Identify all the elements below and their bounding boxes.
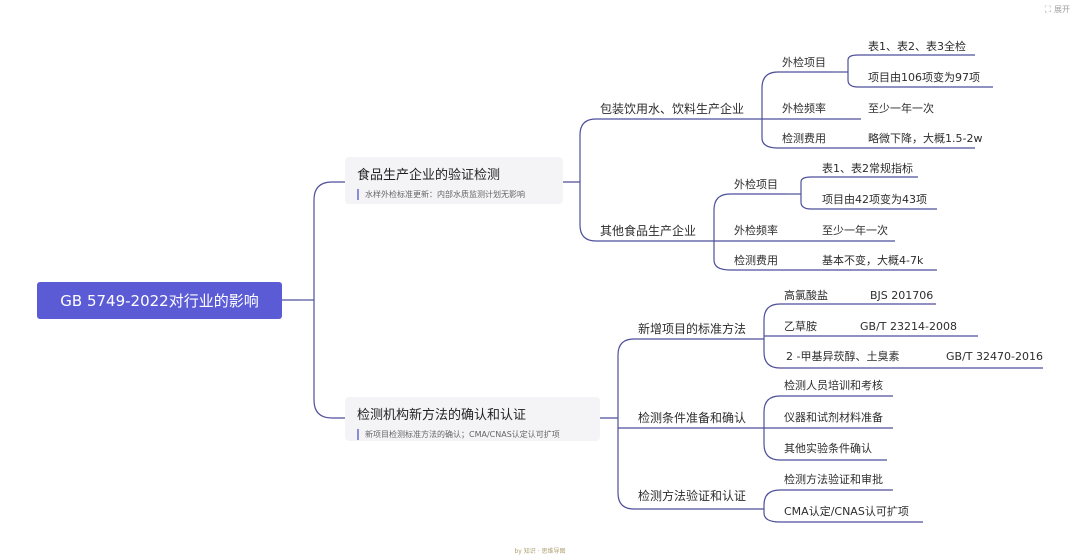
connector <box>617 492 747 510</box>
connector <box>763 489 893 506</box>
connector <box>579 118 745 136</box>
leaf-value[interactable]: 至少一年一次 <box>822 224 888 237</box>
leaf-substance[interactable]: 乙草胺 <box>784 320 817 333</box>
connector <box>617 338 747 356</box>
leaf-standard[interactable]: BJS 201706 <box>870 289 934 302</box>
connector <box>847 79 993 88</box>
leaf-item[interactable]: 表1、表2、表3全检 <box>868 40 966 53</box>
leaf-substance[interactable]: 2 -甲基异莰醇、土臭素 <box>786 350 900 363</box>
connector <box>847 54 975 61</box>
connector <box>763 303 936 321</box>
topic-external-test-items[interactable]: 外检项目 <box>782 56 826 69</box>
topic-test-condition-preparation[interactable]: 检测条件准备和确认 <box>638 411 747 425</box>
expand-icon: ⛶ <box>1044 5 1051 15</box>
leaf-item[interactable]: 项目由42项变为43项 <box>822 193 927 206</box>
root-node[interactable]: GB 5749-2022对行业的影响 <box>37 282 282 319</box>
topic-new-item-standard-methods[interactable]: 新增项目的标准方法 <box>638 322 747 336</box>
connector <box>761 137 975 149</box>
leaf-value[interactable]: 至少一年一次 <box>868 102 934 115</box>
leaf-item[interactable]: 检测人员培训和考核 <box>784 379 883 392</box>
connector <box>763 351 1043 369</box>
leaf-item[interactable]: CMA认定/CNAS认可扩项 <box>784 505 909 518</box>
topic-test-cost[interactable]: 检测费用 <box>782 132 826 145</box>
expand-button[interactable]: ⛶展开 <box>1045 4 1070 15</box>
connector <box>763 443 887 461</box>
topic-test-frequency[interactable]: 外检频率 <box>734 224 778 237</box>
footer-watermark: by 知识 · 思维导图 <box>514 548 566 555</box>
leaf-standard[interactable]: GB/T 32470-2016 <box>946 350 1043 363</box>
topic-test-cost[interactable]: 检测费用 <box>734 254 778 267</box>
leaf-item[interactable]: 项目由106项变为97项 <box>868 71 980 84</box>
leaf-item[interactable]: 仪器和试剂材料准备 <box>784 411 883 424</box>
connector <box>313 181 345 201</box>
connector <box>579 224 697 242</box>
connector <box>800 201 937 210</box>
connector <box>713 193 786 211</box>
leaf-item[interactable]: 检测方法验证和审批 <box>784 473 883 486</box>
topic-packaged-water-beverage[interactable]: 包装饮用水、饮料生产企业 <box>600 102 745 116</box>
topic-external-test-items[interactable]: 外检项目 <box>734 178 778 191</box>
branch-note: 水样外检标准更新：内部水质监测计划无影响 <box>357 189 553 200</box>
connector <box>763 512 923 523</box>
connector <box>763 395 893 413</box>
leaf-standard[interactable]: GB/T 23214-2008 <box>860 320 957 333</box>
branch-node-testing-institution[interactable]: 检测机构新方法的确认和认证 新项目检测标准方法的确认；CMA/CNAS认定认可扩… <box>345 397 600 441</box>
topic-other-food-producers[interactable]: 其他食品生产企业 <box>600 224 697 238</box>
connector <box>313 399 345 419</box>
expand-label: 展开 <box>1054 5 1070 14</box>
connector <box>713 259 937 271</box>
leaf-value[interactable]: 略微下降，大概1.5-2w <box>868 132 983 145</box>
connector <box>800 176 918 183</box>
branch-node-food-production[interactable]: 食品生产企业的验证检测 水样外检标准更新：内部水质监测计划无影响 <box>345 157 563 204</box>
leaf-item[interactable]: 其他实验条件确认 <box>784 442 872 455</box>
leaf-item[interactable]: 表1、表2常规指标 <box>822 162 913 175</box>
leaf-substance[interactable]: 高氯酸盐 <box>784 289 828 302</box>
topic-method-verification[interactable]: 检测方法验证和认证 <box>638 489 747 503</box>
branch-title: 食品生产企业的验证检测 <box>357 168 501 183</box>
topic-test-frequency[interactable]: 外检频率 <box>782 102 826 115</box>
branch-note: 新项目检测标准方法的确认；CMA/CNAS认定认可扩项 <box>357 429 590 440</box>
connector <box>761 71 833 89</box>
leaf-value[interactable]: 基本不变，大概4-7k <box>822 254 924 267</box>
branch-title: 检测机构新方法的确认和认证 <box>357 408 527 423</box>
